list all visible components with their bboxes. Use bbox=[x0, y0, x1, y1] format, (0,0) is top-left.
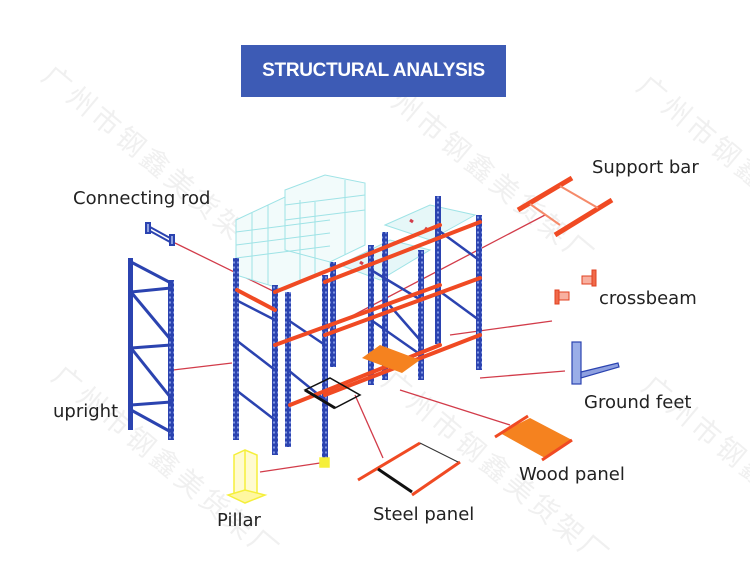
leader-crossbeam bbox=[449, 320, 553, 336]
connecting-rod-part bbox=[145, 222, 175, 246]
label-pillar: Pillar bbox=[217, 510, 261, 531]
leader-upright bbox=[172, 362, 233, 371]
label-wood-panel: Wood panel bbox=[519, 464, 625, 485]
label-ground-feet: Ground feet bbox=[584, 392, 692, 413]
ground-feet-part bbox=[571, 341, 620, 385]
label-crossbeam: crossbeam bbox=[599, 288, 697, 309]
installed-steel-panel bbox=[303, 377, 362, 410]
upright-frame bbox=[128, 258, 174, 440]
leader-wood-panel bbox=[399, 389, 511, 426]
crossbeam-part bbox=[554, 269, 597, 305]
wood-panel-part bbox=[494, 414, 573, 462]
leader-steel-panel bbox=[354, 394, 384, 459]
leader-ground-feet bbox=[479, 370, 566, 379]
leader-connecting-rod bbox=[174, 242, 276, 293]
installed-wood-panel bbox=[362, 345, 420, 373]
leader-pillar bbox=[259, 462, 321, 473]
pillar-part bbox=[225, 449, 330, 504]
page-title: STRUCTURAL ANALYSIS bbox=[262, 60, 485, 81]
label-steel-panel: Steel panel bbox=[373, 504, 475, 525]
support-bar-part bbox=[516, 175, 614, 238]
label-connecting-rod: Connecting rod bbox=[73, 188, 211, 209]
label-support-bar: Support bar bbox=[592, 157, 699, 178]
label-upright: upright bbox=[53, 401, 119, 422]
title-banner: STRUCTURAL ANALYSIS bbox=[241, 45, 506, 97]
main-rack bbox=[233, 174, 482, 460]
steel-panel-part bbox=[357, 441, 461, 497]
